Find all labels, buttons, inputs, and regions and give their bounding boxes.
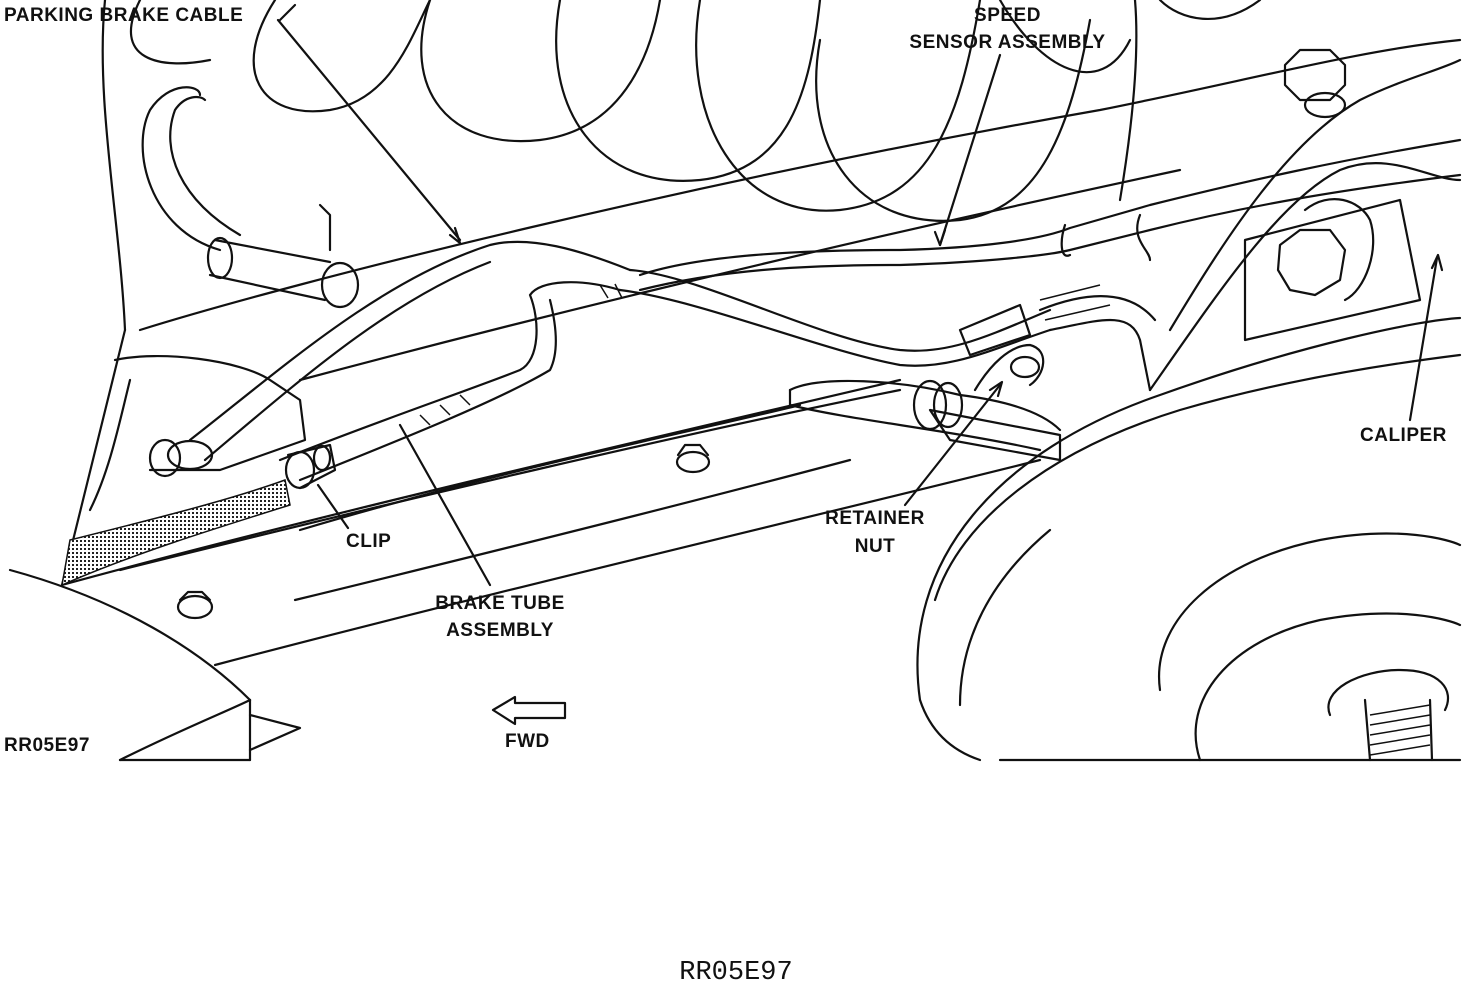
figure-code: RR05E97: [4, 735, 90, 756]
speed-sensor-bracket: [788, 343, 1062, 462]
leader-lines: [276, 3, 1444, 587]
label-brake-tube-line1: BRAKE TUBE: [435, 593, 565, 614]
brake-rotor: [916, 316, 1462, 762]
label-retainer-line2: NUT: [854, 536, 896, 557]
brake-tube-assembly: [278, 138, 1462, 482]
clip: [284, 443, 337, 490]
label-speed-sensor-line2: SENSOR ASSEMBLY: [909, 32, 1106, 53]
frame-rail: [8, 0, 1462, 762]
label-brake-tube-line2: ASSEMBLY: [446, 620, 554, 641]
label-speed-sensor-line1: SPEED: [974, 5, 1041, 26]
frame-nuts: [176, 48, 1347, 620]
forward-arrow-icon: [491, 695, 567, 726]
label-retainer-line1: RETAINER: [825, 508, 925, 529]
parking-brake-cable: [141, 86, 632, 462]
caliper: [1148, 58, 1462, 392]
label-clip: CLIP: [346, 531, 392, 552]
label-parking-brake-cable: PARKING BRAKE CABLE: [4, 5, 244, 26]
label-fwd: FWD: [505, 731, 550, 752]
label-caliper: CALIPER: [1360, 425, 1447, 446]
figure-caption: RR05E97: [679, 958, 793, 988]
coil-spring: [129, 0, 1262, 222]
